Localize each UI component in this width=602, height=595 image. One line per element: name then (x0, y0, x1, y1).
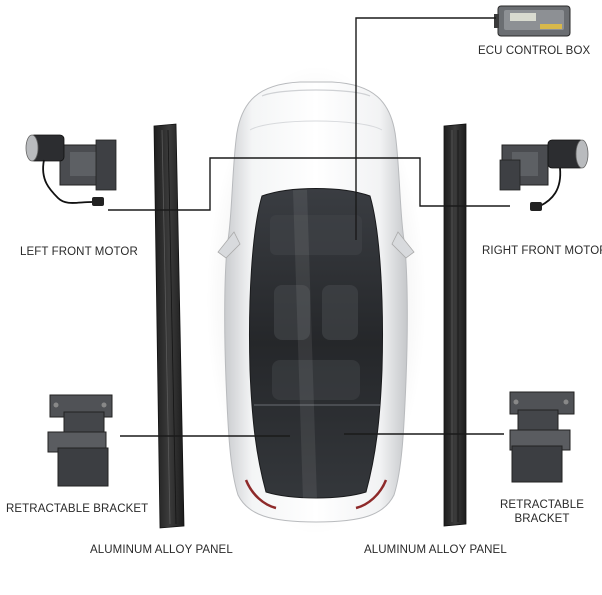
right-bracket-label-line2: BRACKET (514, 513, 570, 525)
right-front-motor-label: RIGHT FRONT MOTOR (482, 245, 602, 257)
left-front-motor-label: LEFT FRONT MOTOR (20, 246, 138, 258)
right-retractable-bracket (509, 391, 575, 483)
left-retractable-bracket (47, 394, 113, 487)
ecu-control-box (494, 5, 571, 37)
car-top-view (217, 81, 415, 523)
motor-connection-line (108, 157, 510, 211)
leader-lines (108, 17, 510, 437)
right-front-motor (499, 139, 589, 211)
left-front-motor (25, 134, 117, 206)
ecu-control-box-label: ECU CONTROL BOX (478, 45, 591, 57)
right-retractable-bracket-label: RETRACTABLE BRACKET (494, 498, 590, 526)
left-aluminum-panel-label: ALUMINUM ALLOY PANEL (90, 544, 233, 556)
right-bracket-label-line1: RETRACTABLE (500, 499, 584, 511)
left-retractable-bracket-label: RETRACTABLE BRACKET (6, 503, 149, 515)
right-aluminum-panel (443, 123, 467, 527)
left-aluminum-panel (153, 123, 185, 529)
right-aluminum-panel-label: ALUMINUM ALLOY PANEL (364, 544, 507, 556)
ecu-leader-line (355, 17, 496, 240)
